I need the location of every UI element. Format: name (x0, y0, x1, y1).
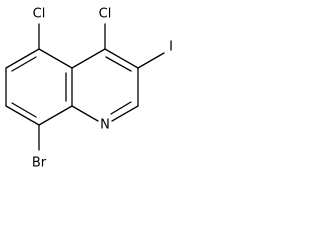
bond-c4-c3 (104, 48, 139, 69)
bromine-atom-label: Br (32, 156, 47, 171)
chlorine-atom-label: Cl (33, 7, 46, 22)
nitrogen-atom-label: N (100, 118, 110, 133)
bond-n1-c8a (71, 105, 99, 122)
bond-c5-c4a (38, 48, 73, 69)
bond-c6-c5 (5, 48, 40, 69)
double-bond-c4-c3 (105, 56, 132, 72)
bond-c4a-c4 (71, 48, 106, 69)
double-bond-c8-c7 (11, 102, 37, 118)
bond-c8a-c8 (38, 105, 73, 126)
pyridine-ring (71, 48, 139, 122)
bond-c3-i (137, 52, 165, 69)
bond-c2-n1 (111, 105, 139, 122)
molecule-structure: Cl Cl I N Br (5, 7, 173, 171)
chlorine-atom-label: Cl (99, 7, 112, 22)
double-bond-c6-c5 (11, 56, 37, 72)
double-bond-c2-n1 (110, 101, 132, 115)
iodine-atom-label: I (169, 40, 173, 55)
benzo-ring (5, 48, 73, 126)
bond-c8-c7 (5, 105, 40, 126)
